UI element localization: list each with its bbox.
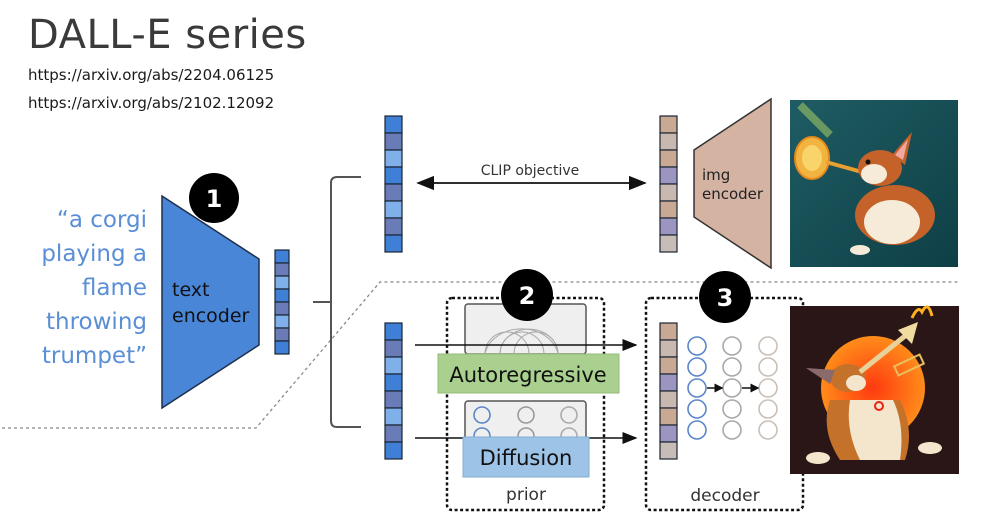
vector-cell — [384, 373, 403, 392]
vector-cell — [384, 166, 403, 185]
network-node — [758, 399, 778, 419]
bracket-connector — [313, 176, 361, 428]
decoder-label: decoder — [690, 486, 759, 506]
diffusion-label-box: Diffusion — [462, 436, 590, 478]
network-node — [722, 336, 742, 356]
corgi-trumpet-image-2 — [790, 305, 959, 474]
step-badge-3: 3 — [699, 271, 751, 323]
vector-cell — [659, 115, 678, 134]
vector-cell — [659, 217, 678, 236]
network-node — [722, 357, 742, 377]
text-prompt: “a corgi playing a flame throwing trumpe… — [0, 203, 147, 373]
diffusion-label: Diffusion — [480, 446, 573, 470]
clip-objective-label: CLIP objective — [481, 163, 580, 179]
step-number: 2 — [519, 282, 536, 310]
network-node — [687, 336, 707, 356]
vector-cell — [659, 390, 678, 409]
vector-cell — [384, 390, 403, 409]
section-divider — [2, 281, 958, 429]
network-node — [722, 399, 742, 419]
network-node — [722, 378, 742, 398]
network-node — [758, 378, 778, 398]
vector-cell — [659, 166, 678, 185]
vector-cell — [274, 262, 290, 277]
vector-cell — [384, 356, 403, 375]
img-encoder-label-2: encoder — [702, 185, 764, 203]
vector-cell — [659, 424, 678, 443]
vector-cell — [274, 340, 290, 355]
vector-cell — [659, 183, 678, 202]
vector-cell — [659, 149, 678, 168]
vector-cell — [659, 373, 678, 392]
slide-title: DALL-E series — [28, 12, 307, 58]
vector-cell — [659, 200, 678, 219]
paper-link-1[interactable]: https://arxiv.org/abs/2204.06125 — [28, 66, 275, 84]
vector-cell — [659, 132, 678, 151]
step-badge-1: 1 — [189, 173, 239, 223]
prior-label: prior — [506, 485, 546, 505]
vector-cell — [384, 234, 403, 253]
network-node — [687, 357, 707, 377]
vector-cell — [659, 234, 678, 253]
prompt-line: flame — [81, 275, 147, 301]
network-node — [758, 357, 778, 377]
network-node — [687, 378, 707, 398]
text-encoder: text encoder — [161, 194, 260, 410]
network-node — [758, 420, 778, 440]
network-node — [687, 399, 707, 419]
step-badge-2: 2 — [501, 269, 553, 321]
text-embedding-vector — [274, 249, 290, 355]
decoder-image-embedding — [659, 322, 678, 460]
vector-cell — [384, 441, 403, 460]
network-node — [687, 420, 707, 440]
vector-cell — [384, 115, 403, 134]
network-node — [758, 336, 778, 356]
prior-input-embedding — [384, 322, 403, 460]
img-encoder: img encoder — [693, 97, 772, 270]
vector-cell — [659, 407, 678, 426]
prompt-line: “a corgi — [56, 207, 147, 233]
vector-cell — [659, 322, 678, 341]
vector-cell — [274, 327, 290, 342]
vector-cell — [274, 275, 290, 290]
corgi-trumpet-image-1 — [790, 100, 958, 267]
vector-cell — [659, 356, 678, 375]
vector-cell — [384, 217, 403, 236]
vector-cell — [274, 314, 290, 329]
vector-cell — [274, 288, 290, 303]
vector-cell — [659, 441, 678, 460]
vector-cell — [384, 183, 403, 202]
vector-cell — [384, 149, 403, 168]
paper-link-2[interactable]: https://arxiv.org/abs/2102.12092 — [28, 94, 275, 112]
autoregressive-label-box: Autoregressive — [437, 353, 620, 394]
vector-cell — [384, 322, 403, 341]
prompt-line: throwing — [46, 309, 147, 335]
img-encoder-label-1: img — [702, 166, 730, 184]
autoregressive-label: Autoregressive — [449, 363, 606, 387]
prompt-line: trumpet” — [41, 343, 147, 369]
prompt-line: playing a — [41, 241, 147, 267]
text-encoder-label-2: encoder — [172, 305, 250, 327]
clip-text-embedding — [384, 115, 403, 253]
vector-cell — [659, 339, 678, 358]
vector-cell — [384, 407, 403, 426]
step-number: 3 — [717, 284, 734, 312]
network-node — [722, 420, 742, 440]
vector-cell — [274, 301, 290, 316]
vector-cell — [274, 249, 290, 264]
step-number: 1 — [206, 185, 223, 213]
decoder-network — [687, 336, 778, 440]
vector-cell — [384, 200, 403, 219]
text-encoder-label-1: text — [172, 279, 210, 301]
clip-image-embedding — [659, 115, 678, 253]
vector-cell — [384, 339, 403, 358]
vector-cell — [384, 424, 403, 443]
vector-cell — [384, 132, 403, 151]
